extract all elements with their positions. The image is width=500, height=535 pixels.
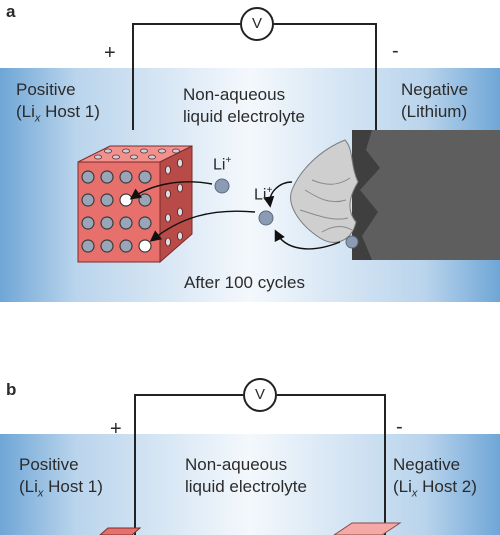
electrolyte-label-line1-b: Non-aqueous [185,455,288,474]
negative-electrode-label-a: Negative (Lithium) [401,79,468,123]
lithium-dendrites [290,139,359,243]
cathode-pore [138,170,152,184]
cathode-pore [138,193,152,207]
li-ion-label-2: Li+ [254,185,273,204]
cathode-pore [138,239,152,253]
electrolyte-label-b: Non-aqueous liquid electrolyte [185,454,307,498]
cathode-side-pore [177,231,183,241]
cathode-pore [138,216,152,230]
cathode-side-pore [177,158,183,168]
positive-terminal-sign-b: + [110,418,122,440]
cathode-pore [119,216,133,230]
cathode-pores [81,170,152,253]
cathode-top-pore [104,148,112,154]
cathode-top-pore [112,154,120,160]
panel-a-letter: a [6,2,16,21]
li-ion-label-1: Li+ [213,155,232,174]
cathode-top-pore [172,148,180,154]
positive-electrode-label-a: Positive (Lix Host 1) [16,79,100,129]
cathode-side-pore [165,165,171,175]
positive-label-line1: Positive [16,80,76,99]
negative-label-line1-b: Negative [393,455,461,474]
negative-terminal-sign-a: - [392,40,399,62]
circuit-wire-a [132,23,377,130]
anode-host-b [333,522,402,535]
positive-label-line2-b: (Lix Host 1) [19,477,103,500]
ion-path-arrow-2 [149,210,256,242]
circuit-wire-b [134,394,386,535]
negative-label-line2-b: (Lix Host 2) [393,477,477,500]
cathode-top-pore [140,148,148,154]
cycles-caption: After 100 cycles [184,273,305,292]
cathode-cube-side [159,145,193,264]
cathode-pore [81,193,95,207]
ion-path-arrow-3 [274,229,341,250]
cathode-pore [100,193,114,207]
positive-label-line2: (Lix Host 1) [16,102,100,125]
cell-illustration-b [99,522,402,535]
cathode-side-pore [177,183,183,193]
negative-electrode-label-b: Negative (Lix Host 2) [393,454,477,504]
electrolyte-label-line1: Non-aqueous [183,85,286,104]
li-ion-2 [258,210,274,226]
voltmeter-b: V [243,378,277,412]
positive-electrode-label-b: Positive (Lix Host 1) [19,454,103,504]
ion-path-arrow-1 [129,181,213,200]
cathode-side-pore [165,213,171,223]
cathode-side-pore [165,189,171,199]
li-ion-3 [345,235,359,249]
cathode-pore [119,193,133,207]
cathode-top-pore [122,148,130,154]
positive-label-line1-b: Positive [19,455,79,474]
ion-path-arrow-4 [263,181,293,208]
cathode-top-pore [148,154,156,160]
cell-illustration-a [77,130,500,264]
cathode-pore [81,216,95,230]
cathode-top-pores [94,148,180,160]
cathode-side-pore [165,237,171,247]
panel-b: b V + - Positive (Lix Host 1) Non-aqueou… [0,370,500,535]
electrolyte-label-line2: liquid electrolyte [183,107,305,126]
cathode-pore [100,170,114,184]
cathode-side-pores [165,158,183,247]
cathode-side-pore [177,207,183,217]
lithium-anode [352,130,500,260]
cathode-cube-top-b [99,527,142,535]
cathode-pore [100,239,114,253]
cathode-pore [81,170,95,184]
cathode-top-pore [130,154,138,160]
cathode-pore [100,216,114,230]
negative-label-line2: (Lithium) [401,102,468,121]
cathode-pore [81,239,95,253]
cathode-top-pore [158,148,166,154]
negative-label-line1: Negative [401,80,469,99]
panel-a: a V + - Positive (Lix Host 1) Non-aqueou… [0,2,500,302]
lithium-anode-texture [352,130,380,260]
electrolyte-band-b [0,434,500,535]
electrolyte-label-line2-b: liquid electrolyte [185,477,307,496]
panel-b-letter: b [6,380,17,399]
li-ion-1 [214,178,230,194]
electrolyte-label-a: Non-aqueous liquid electrolyte [183,84,305,128]
voltmeter-a: V [240,7,274,41]
cathode-pore [119,239,133,253]
cathode-top-pore [94,154,102,160]
negative-terminal-sign-b: - [396,416,403,438]
positive-terminal-sign-a: + [104,42,116,64]
cathode-pore [119,170,133,184]
